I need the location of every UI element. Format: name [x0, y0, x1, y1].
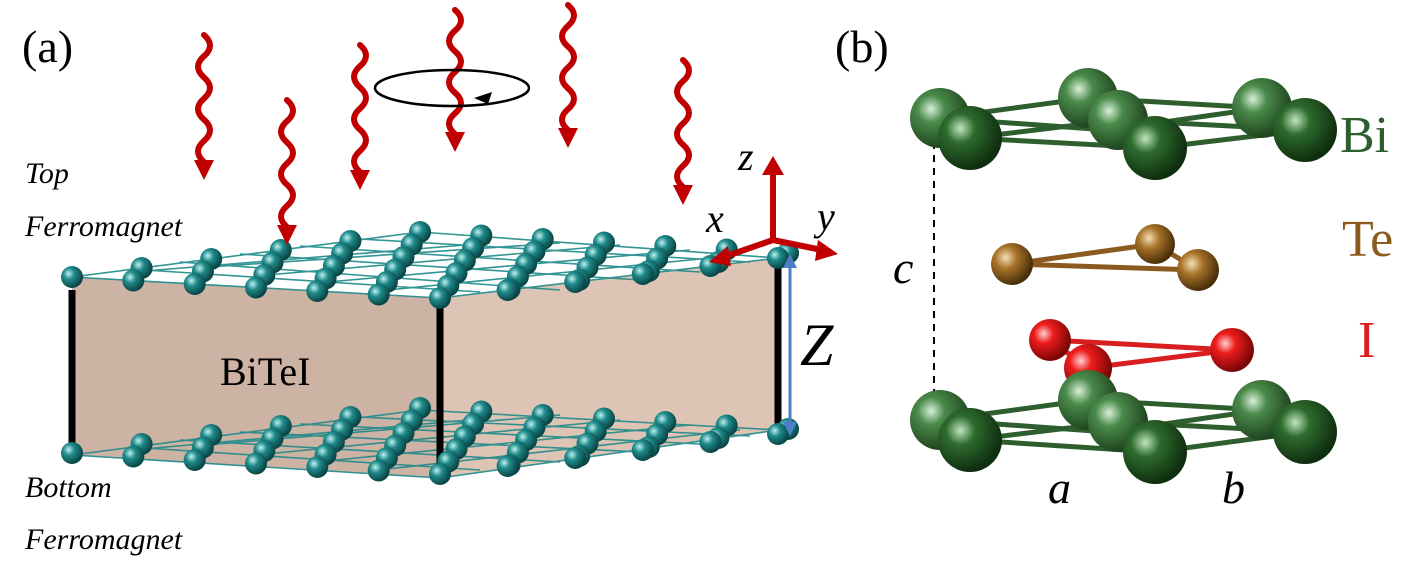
lattice-c-label: c: [893, 242, 913, 293]
coordinate-axes: z x y: [705, 134, 838, 266]
lattice-atom: [496, 279, 519, 301]
element-i-label: I: [1358, 312, 1375, 369]
i-atom: [1210, 328, 1254, 372]
lattice-atom: [631, 439, 654, 461]
photon-wave: [351, 42, 369, 175]
lattice-atom: [61, 266, 83, 288]
lattice-b-label: b: [1222, 462, 1245, 513]
lattice-atom: [429, 463, 451, 485]
lattice-atom: [61, 442, 83, 464]
panel-b-label: (b): [835, 21, 889, 72]
top-ferromagnet-label-line2: Ferromagnet: [24, 210, 183, 243]
te-atom: [1135, 224, 1175, 264]
photon-wave: [559, 2, 577, 133]
i-layer: [1029, 319, 1254, 392]
photon-arrowhead: [558, 128, 578, 148]
lattice-atom: [367, 459, 390, 482]
axis-y-label: y: [813, 194, 835, 239]
bi-atom: [1123, 420, 1187, 484]
bi-atom: [1123, 116, 1187, 180]
lattice-atom: [367, 283, 390, 306]
bi-bottom-layer: [910, 370, 1337, 484]
photon-wave: [446, 7, 464, 137]
bi-atom: [1273, 98, 1337, 162]
material-label: BiTeI: [220, 349, 311, 394]
bi-atom: [938, 408, 1002, 472]
bi-atom: [938, 106, 1002, 170]
bi-atom: [1273, 400, 1337, 464]
lattice-atom: [122, 269, 145, 292]
bottom-ferromagnet-label-line1: Bottom: [25, 471, 112, 504]
lattice-atom: [767, 247, 789, 269]
photon-wave: [674, 57, 692, 190]
bottom-ferromagnet-label-line2: Ferromagnet: [24, 523, 183, 556]
te-atom: [1177, 249, 1219, 291]
lattice-atom: [245, 276, 267, 299]
lattice-a-label: a: [1048, 462, 1071, 513]
lattice-atom: [564, 447, 587, 469]
thickness-indicator: Z: [783, 254, 834, 436]
bottom-layer-atoms: [61, 397, 799, 485]
lattice-atom: [245, 452, 267, 475]
panel-a-label: (a): [22, 21, 73, 72]
lattice-atom: [306, 280, 329, 302]
photon-arrowhead: [194, 160, 214, 180]
element-bi-label: Bi: [1340, 107, 1389, 164]
photon-arrowhead: [277, 225, 297, 245]
panel-b: (b) c: [835, 21, 1393, 513]
lattice-atom: [496, 455, 519, 477]
lattice-atom: [429, 287, 451, 309]
photon-arrowhead: [673, 185, 693, 205]
lattice-atom: [767, 423, 789, 445]
incident-light-photons: [194, 2, 693, 245]
axis-x-label: x: [705, 196, 724, 241]
bi-top-layer: [910, 68, 1337, 180]
circular-polarization-indicator: [373, 68, 531, 108]
photon-arrowhead: [350, 170, 370, 190]
lattice-atom: [183, 273, 206, 295]
thickness-label: Z: [800, 312, 834, 378]
top-ferromagnet-label-line1: Top: [25, 157, 69, 190]
photon-arrowhead: [445, 132, 465, 152]
lattice-atom: [699, 431, 722, 453]
element-te-label: Te: [1342, 211, 1393, 268]
panel-a: (a): [22, 2, 838, 556]
photon-wave: [195, 32, 213, 165]
axis-z-label: z: [737, 134, 754, 179]
lattice-atom: [306, 456, 329, 478]
top-lattice-grid: [71, 231, 779, 299]
lattice-atom: [631, 263, 654, 285]
i-atom: [1029, 319, 1071, 361]
lattice-atom: [183, 449, 206, 471]
lattice-atom: [122, 445, 145, 468]
lattice-atom: [564, 271, 587, 293]
photon-wave: [278, 97, 296, 230]
te-layer: [991, 224, 1219, 291]
te-atom: [991, 243, 1033, 285]
